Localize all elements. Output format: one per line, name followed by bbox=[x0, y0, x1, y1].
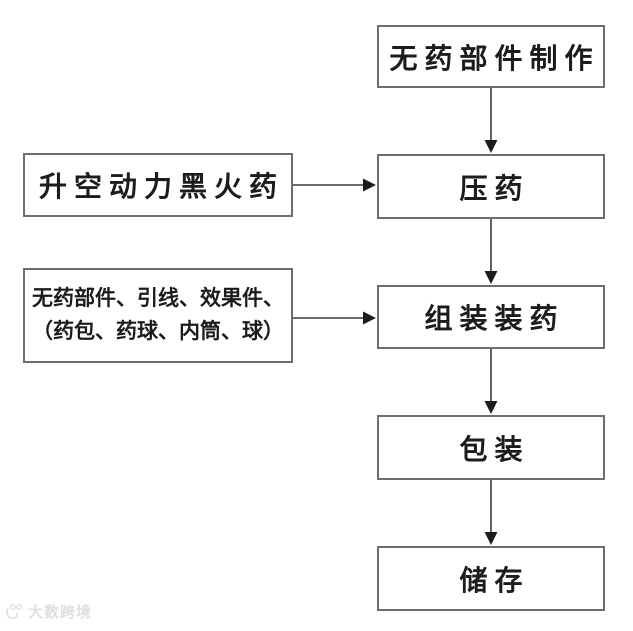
node-label: 包装 bbox=[459, 433, 530, 465]
node-label: 组装装药 bbox=[424, 303, 565, 334]
watermark-text: 大数跨境 bbox=[28, 604, 93, 621]
node-assemble-charge: 组装装药 bbox=[377, 285, 605, 349]
node-label-line1: 无药部件、引线、效果件、 bbox=[32, 286, 284, 310]
node-packaging: 包装 bbox=[377, 415, 605, 480]
node-no-drug-parts-production: 无药部件制作 bbox=[377, 25, 605, 88]
node-label: 压药 bbox=[459, 172, 530, 204]
node-label-line2: （药包、药球、内筒、球） bbox=[32, 319, 284, 343]
paw-logo-icon bbox=[6, 603, 22, 619]
node-label: 升空动力黑火药 bbox=[38, 171, 284, 202]
watermark: 大数跨境 bbox=[5, 601, 92, 622]
node-label: 无药部件制作 bbox=[389, 42, 600, 74]
node-lift-black-powder: 升空动力黑火药 bbox=[23, 153, 293, 217]
node-parts-fuse-effects: 无药部件、引线、效果件、 （药包、药球、内筒、球） bbox=[23, 268, 293, 363]
node-label: 储存 bbox=[459, 564, 530, 596]
node-press-powder: 压药 bbox=[377, 154, 605, 219]
node-storage: 储存 bbox=[377, 546, 605, 611]
